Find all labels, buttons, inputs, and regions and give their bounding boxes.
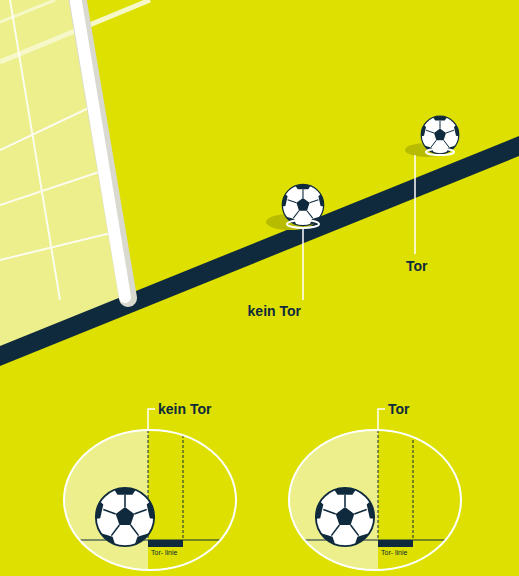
line-label: Tor- linie bbox=[381, 549, 411, 557]
inset-outline bbox=[287, 400, 465, 576]
inset-circle: kein TorTor- linie bbox=[62, 400, 240, 576]
inset-circle: TorTor- linie bbox=[287, 400, 465, 576]
inset-heading: kein Tor bbox=[158, 401, 211, 417]
line-label: Tor- linie bbox=[151, 549, 181, 557]
inset-heading: Tor bbox=[388, 401, 410, 417]
callout-label: kein Tor bbox=[248, 303, 301, 319]
callout-label: Tor bbox=[406, 258, 428, 274]
